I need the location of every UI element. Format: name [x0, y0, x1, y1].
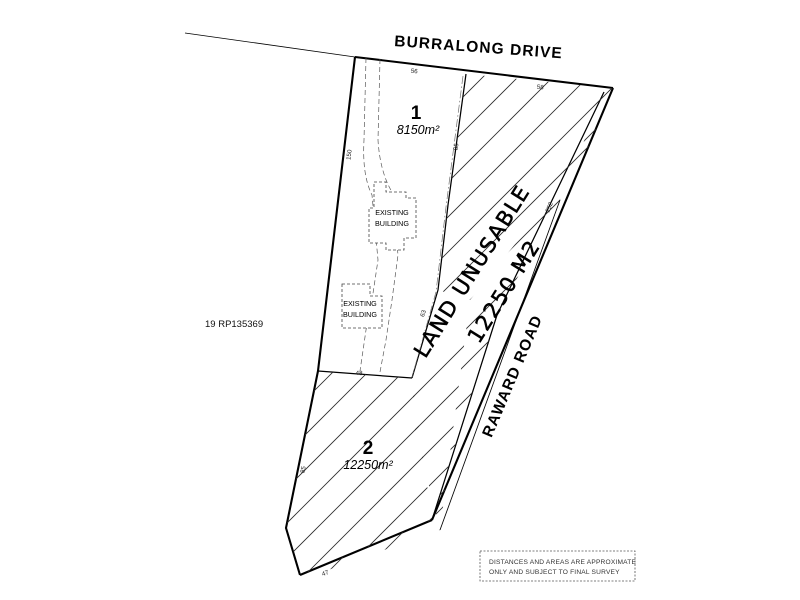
- dimension-left-lot1: 150: [345, 149, 353, 161]
- existing-building-2-line1: EXISTING: [343, 299, 377, 308]
- existing-building-1-line1: EXISTING: [375, 208, 409, 217]
- dimension-lot2-top: 48: [355, 370, 363, 377]
- dimension-lot2-bottom: 47: [321, 569, 331, 578]
- dimension-right-lot1-upper: 85: [453, 142, 461, 150]
- dimension-right-lot1-lower: 63: [419, 309, 428, 318]
- dimension-top-lot1: 56: [410, 68, 418, 76]
- disclaimer-line-2: ONLY AND SUBJECT TO FINAL SURVEY: [489, 569, 620, 576]
- dimension-top-right: 58: [536, 84, 544, 92]
- lot-2-number: 2: [363, 438, 374, 459]
- lot-2-area: 12250m²: [343, 458, 393, 472]
- lot-1-area: 8150m²: [397, 123, 440, 137]
- dimension-lot2-left: 85: [299, 465, 307, 474]
- lot-2-label-group: 2 12250m²: [343, 438, 393, 472]
- road-strip-hatching: [300, 88, 613, 579]
- existing-building-2: EXISTING BUILDING: [341, 283, 383, 329]
- lot1-usable-boundary: [411, 73, 467, 379]
- dimension-road-right: 252: [544, 201, 555, 214]
- disclaimer-note-box: DISTANCES AND AREAS ARE APPROXIMATE ONLY…: [479, 550, 636, 582]
- existing-building-2-line2: BUILDING: [343, 310, 377, 319]
- disclaimer-line-1: DISTANCES AND AREAS ARE APPROXIMATE: [489, 559, 636, 566]
- parcel-reference-label: 19 RP135369: [205, 319, 263, 330]
- road-label-burralong-drive: BURRALONG DRIVE: [394, 33, 564, 62]
- existing-building-1: EXISTING BUILDING: [368, 181, 417, 251]
- lot-1-label-group: 1 8150m²: [397, 103, 440, 137]
- lot1-survey-dashdot: [411, 75, 464, 378]
- lot-1-number: 1: [411, 103, 422, 124]
- existing-building-1-line2: BUILDING: [375, 219, 409, 228]
- lot1-driveway-lines: [359, 57, 399, 373]
